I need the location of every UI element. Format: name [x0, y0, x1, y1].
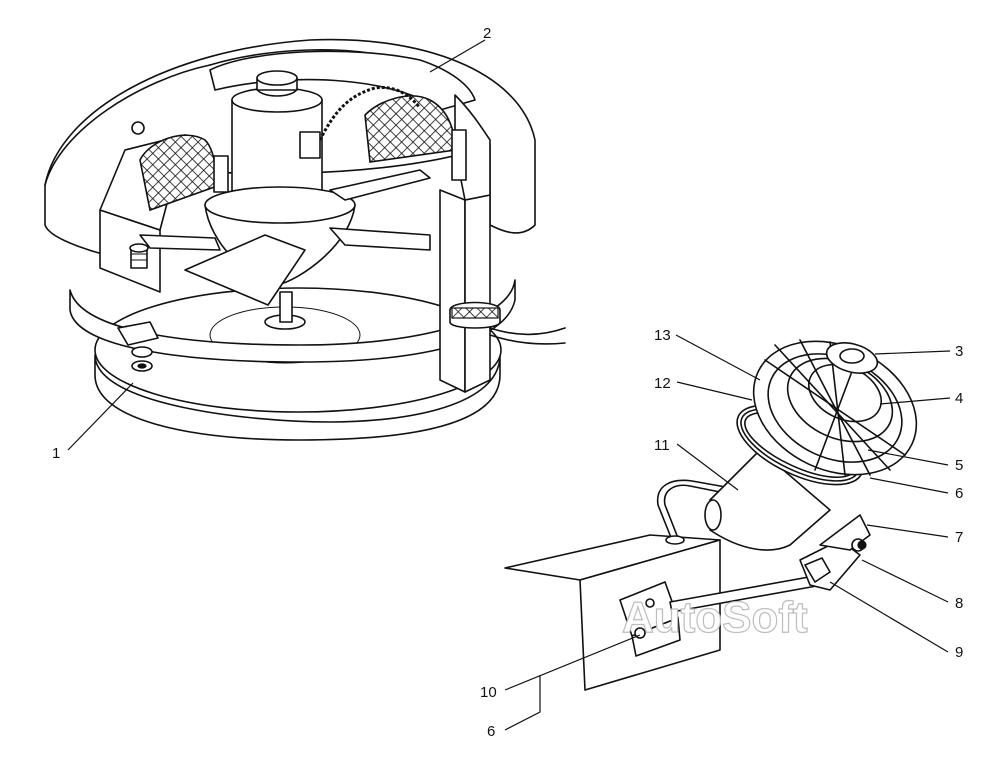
callout-5: 5 — [955, 457, 963, 474]
callout-labels: 1 2 3 4 5 6 7 8 9 10 6 11 12 13 — [52, 25, 963, 740]
callout-6-lower: 6 — [487, 723, 495, 740]
callout-3: 3 — [955, 343, 963, 360]
callout-10: 10 — [480, 684, 497, 701]
callout-2: 2 — [483, 25, 491, 42]
callout-8: 8 — [955, 595, 963, 612]
callout-13: 13 — [654, 327, 671, 344]
watermark: AutoSoft — [622, 593, 808, 642]
callout-4: 4 — [955, 390, 963, 407]
callout-11: 11 — [654, 437, 670, 454]
callout-1: 1 — [52, 445, 60, 462]
bracket-fan — [504, 339, 918, 691]
callout-12: 12 — [654, 375, 671, 392]
leader-lines — [67, 39, 951, 731]
roof-fan-cutaway — [44, 38, 566, 441]
callout-7: 7 — [955, 529, 963, 546]
callout-9: 9 — [955, 644, 963, 661]
callout-6-upper: 6 — [955, 485, 963, 502]
